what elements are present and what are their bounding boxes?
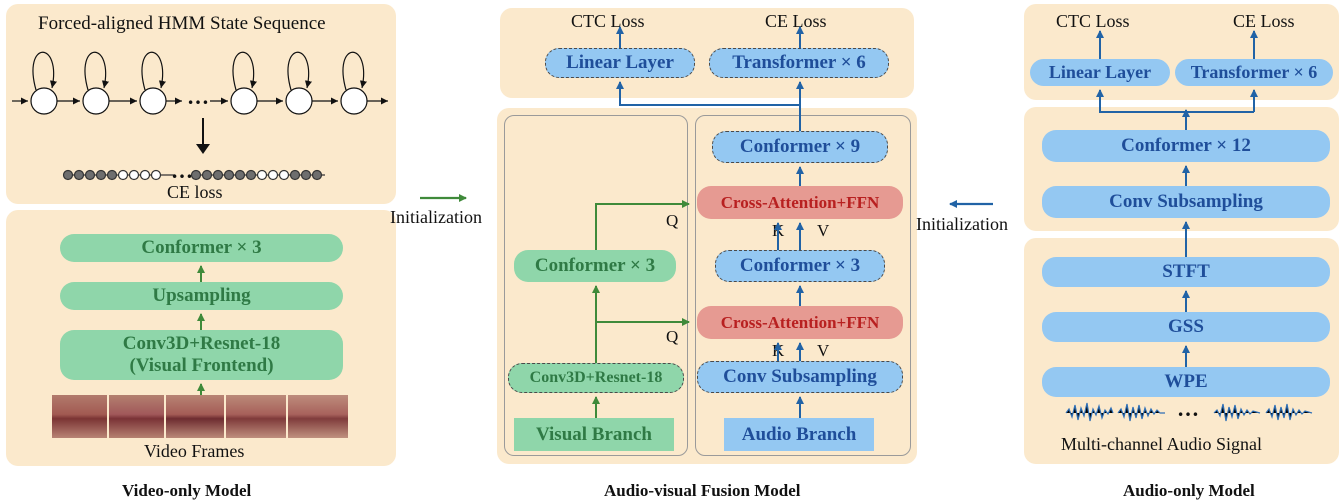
audio-signal-label: Multi-channel Audio Signal <box>1061 434 1262 454</box>
wpe-box: WPE <box>1042 367 1330 397</box>
fusion-linear-layer-box: Linear Layer <box>545 48 695 78</box>
video-frontend-line2: (Visual Frontend) <box>129 355 274 376</box>
waveform-icon <box>1065 402 1313 422</box>
fusion-transformer-box: Transformer × 6 <box>709 48 889 78</box>
audio-conformer-box: Conformer × 12 <box>1042 130 1330 162</box>
audio-linear-layer-box: Linear Layer <box>1030 59 1170 86</box>
visual-branch-arrows <box>592 200 690 418</box>
ce-sequence-ellipsis: … <box>171 158 193 183</box>
video-frames-strip <box>52 395 348 438</box>
hmm-state-diagram <box>12 51 388 181</box>
video-frame <box>52 395 107 438</box>
audio-branch-arrows <box>616 26 804 418</box>
video-frame <box>226 395 286 438</box>
audio-conv-subsampling-box: Conv Subsampling <box>1042 186 1330 218</box>
initialization-left-label: Initialization <box>390 207 482 227</box>
video-frame <box>288 395 348 438</box>
audio-transformer-box: Transformer × 6 <box>1175 59 1333 86</box>
v-label-bottom: V <box>817 341 830 360</box>
waveform-ellipsis: … <box>1177 396 1199 421</box>
video-frames-label: Video Frames <box>144 441 245 461</box>
visual-branch-box: Visual Branch <box>514 418 674 451</box>
fusion-conv-subsampling-box: Conv Subsampling <box>697 361 903 393</box>
audio-branch-panel <box>695 115 911 456</box>
q-label-top: Q <box>666 211 679 230</box>
video-upsampling-box: Upsampling <box>60 282 343 310</box>
video-frame <box>109 395 164 438</box>
video-frame <box>166 395 224 438</box>
visual-conformer-box: Conformer × 3 <box>514 250 676 282</box>
video-model-caption: Video-only Model <box>122 481 252 500</box>
visual-frontend-box: Conv3D+Resnet-18 <box>508 363 684 393</box>
initialization-right-label: Initialization <box>916 214 1008 234</box>
fusion-ce-loss-label: CE Loss <box>765 11 827 31</box>
audio-branch-box: Audio Branch <box>724 418 874 451</box>
hmm-chain <box>12 51 388 146</box>
fusion-cross-attention-bottom-box: Cross-Attention+FFN <box>697 306 903 339</box>
video-conformer-box: Conformer × 3 <box>60 234 343 262</box>
gss-box: GSS <box>1042 312 1330 342</box>
fusion-ctc-loss-label: CTC Loss <box>571 11 645 31</box>
hmm-title: Forced-aligned HMM State Sequence <box>38 13 326 34</box>
hmm-ellipsis: … <box>187 84 209 109</box>
fusion-body-panel <box>497 108 917 464</box>
video-frontend-line1: Conv3D+Resnet-18 <box>122 333 281 355</box>
fusion-model-caption: Audio-visual Fusion Model <box>604 481 801 500</box>
audio-model-caption: Audio-only Model <box>1123 481 1255 500</box>
fusion-conformer-top-box: Conformer × 9 <box>712 131 888 163</box>
v-label-top: V <box>817 221 830 240</box>
audio-ce-loss-label: CE Loss <box>1233 11 1295 31</box>
stft-box: STFT <box>1042 257 1330 287</box>
fusion-conformer-mid-box: Conformer × 3 <box>715 250 885 282</box>
audio-ctc-loss-label: CTC Loss <box>1056 11 1130 31</box>
video-frontend-box: Conv3D+Resnet-18 (Visual Frontend) <box>60 330 343 380</box>
ce-label-sequence <box>62 169 325 181</box>
fusion-cross-attention-top-box: Cross-Attention+FFN <box>697 186 903 219</box>
video-ce-loss-label: CE loss <box>167 182 223 202</box>
audio-only-arrows <box>1096 30 1258 367</box>
q-label-bottom: Q <box>666 327 679 346</box>
visual-branch-panel <box>504 115 688 456</box>
